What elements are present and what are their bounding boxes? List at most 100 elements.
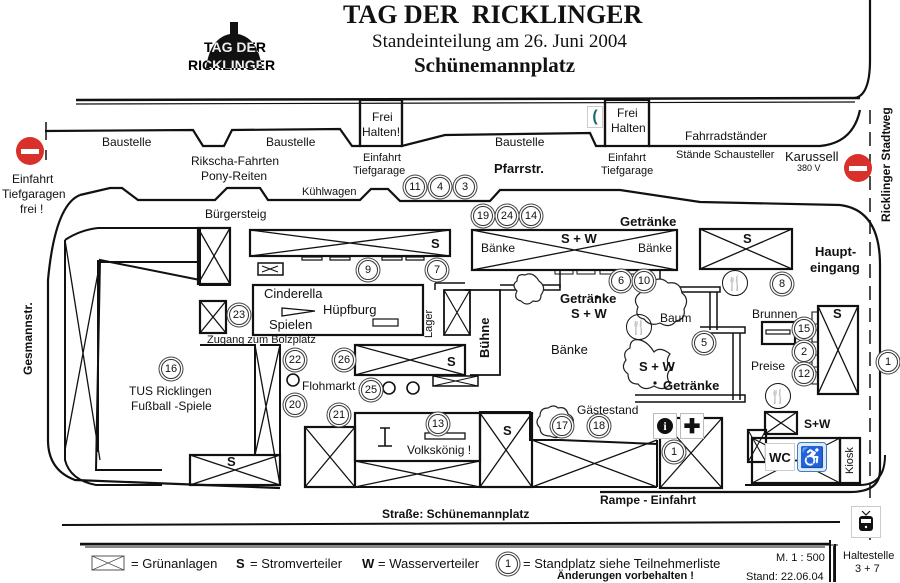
label-strom-right: S [833, 306, 842, 321]
label-kiosk: Kiosk [844, 447, 856, 474]
stand-17[interactable]: 17 [552, 416, 572, 436]
stand-24[interactable]: 24 [497, 206, 517, 226]
label-getraenke-top: Getränke [620, 214, 677, 229]
page-title: TAG DER RICKLINGER [343, 0, 643, 29]
label-einfahrt-tg1-b: Tiefgarage [353, 165, 406, 177]
label-kuehlwagen: Kühlwagen [302, 186, 357, 198]
stand-25[interactable]: 25 [361, 380, 381, 400]
stand-6[interactable]: 6 [611, 271, 631, 291]
page-subtitle: Standeinteilung am 26. Juni 2004 [372, 31, 627, 52]
label-einfahrt-tiefgaragen-b: Tiefgaragen [2, 187, 66, 201]
label-spielen: Spielen [269, 317, 313, 332]
stand-20[interactable]: 20 [285, 395, 305, 415]
street-pfarrstr: Pfarrstr. [494, 161, 544, 176]
stand-18[interactable]: 18 [589, 416, 609, 436]
stand-11[interactable]: 11 [405, 177, 425, 197]
label-strom-buehne: S [447, 354, 456, 369]
event-logo: TAG DER RICKLINGER [186, 8, 282, 74]
label-buehne: Bühne [477, 317, 492, 358]
stand-22[interactable]: 22 [285, 350, 305, 370]
label-frei-halten-2a: Frei [617, 106, 638, 120]
label-zugang-bolzplatz: Zugang zum Bolzplatz [207, 334, 316, 346]
label-huepfburg: Hüpfburg [323, 302, 377, 317]
label-baenke-right: Bänke [638, 241, 673, 255]
church-silhouette-icon [206, 8, 262, 68]
stand-5[interactable]: 5 [694, 333, 714, 353]
stand-13[interactable]: 13 [428, 414, 448, 434]
restaurant-icon-mid: 🍴 [626, 314, 652, 340]
stand-1-right[interactable]: 1 [878, 352, 898, 372]
label-tus-a: TUS Ricklingen [129, 384, 212, 398]
restaurant-icon-top: 🍴 [722, 270, 748, 296]
stand-21[interactable]: 21 [329, 405, 349, 425]
label-baenke-mid: Bänke [551, 342, 588, 357]
label-karussell-volt: 380 V [797, 163, 821, 173]
street-ricklinger-stadtweg: Ricklinger Stadtweg [879, 107, 893, 222]
label-haltestelle-a: Haltestelle [843, 550, 895, 562]
label-einfahrt-tg2-b: Tiefgarage [601, 165, 654, 177]
legend-w-key: W [362, 556, 375, 571]
label-strom-top-right: S [743, 231, 752, 246]
label-karussell: Karussell [785, 149, 839, 164]
legend-s-desc: = Stromverteiler [250, 556, 343, 571]
wheelchair-accessible-icon: ♿ [797, 442, 827, 472]
label-frei-halten-2b: Halten [611, 121, 646, 135]
info-icon: i [653, 413, 677, 439]
wc-sign: WC [765, 443, 795, 471]
label-staende-schausteller: Stände Schausteller [676, 149, 775, 161]
label-buergersteig: Bürgersteig [205, 207, 267, 221]
legend-num-desc: = Standplatz siehe Teilnehmerliste [523, 556, 721, 571]
label-haltestelle-b: 3 + 7 [855, 563, 880, 575]
label-baustelle-1: Baustelle [102, 135, 152, 149]
stand-12[interactable]: 12 [794, 364, 814, 384]
no-entry-sign-right-icon [844, 154, 872, 182]
label-baum: Baum [660, 311, 692, 325]
label-preise: Preise [751, 359, 786, 373]
stand-14[interactable]: 14 [521, 206, 541, 226]
label-s-plus-w-mid: S + W [571, 306, 607, 321]
legend-s-key: S [236, 556, 245, 571]
no-entry-sign-left-icon [16, 137, 44, 165]
stand-2[interactable]: 2 [794, 342, 814, 362]
label-lager: Lager [423, 309, 435, 338]
street-schuenemannplatz: Straße: Schünemannplatz [382, 507, 530, 521]
legend-gruenanlagen: = Grünanlagen [131, 556, 218, 571]
stand-3[interactable]: 3 [455, 177, 475, 197]
label-einfahrt-tg2-a: Einfahrt [608, 152, 646, 164]
label-einfahrt-tiefgaragen-c: frei ! [20, 202, 44, 216]
logo-line-2: RICKLINGER [188, 57, 276, 73]
label-getraenke-mid: Getränke [560, 291, 617, 306]
label-strom-top: S [431, 236, 440, 251]
legend-w-desc: = Wasserverteiler [378, 556, 480, 571]
legend-changes: Änderungen vorbehalten ! [557, 570, 694, 582]
stand-16[interactable]: 16 [161, 359, 181, 379]
label-frei-halten-1b: Halten! [362, 125, 401, 139]
label-haupteingang-b: eingang [810, 260, 860, 275]
stand-9[interactable]: 9 [358, 260, 378, 280]
stand-26[interactable]: 26 [334, 350, 354, 370]
label-strom-football: S [227, 454, 236, 469]
logo-line-1: TAG DER [204, 39, 266, 55]
stand-23[interactable]: 23 [229, 305, 249, 325]
label-einfahrt-tg1-a: Einfahrt [363, 152, 401, 164]
wc-label: WC [769, 449, 791, 465]
stand-1-info[interactable]: 1 [664, 442, 684, 462]
place-title: Schünemannplatz [414, 53, 576, 77]
label-baustelle-2: Baustelle [266, 135, 316, 149]
label-haupteingang-a: Haupt- [815, 244, 857, 259]
stand-19[interactable]: 19 [473, 206, 493, 226]
label-s-plus-w-wc: S+W [804, 417, 831, 431]
stand-8[interactable]: 8 [772, 274, 792, 294]
label-baenke-left: Bänke [481, 241, 516, 255]
label-brunnen: Brunnen [752, 307, 798, 321]
legend-scale: M. 1 : 500 [776, 552, 825, 564]
stand-7[interactable]: 7 [427, 260, 447, 280]
stand-4[interactable]: 4 [430, 177, 450, 197]
first-aid-icon: ✚ [680, 413, 704, 439]
legend-date: Stand: 22.06.04 [746, 571, 824, 583]
stand-10[interactable]: 10 [634, 271, 654, 291]
stand-15[interactable]: 15 [794, 319, 814, 339]
label-tus-b: Fußball -Spiele [131, 399, 212, 413]
label-getraenke-lower: Getränke [663, 378, 720, 393]
